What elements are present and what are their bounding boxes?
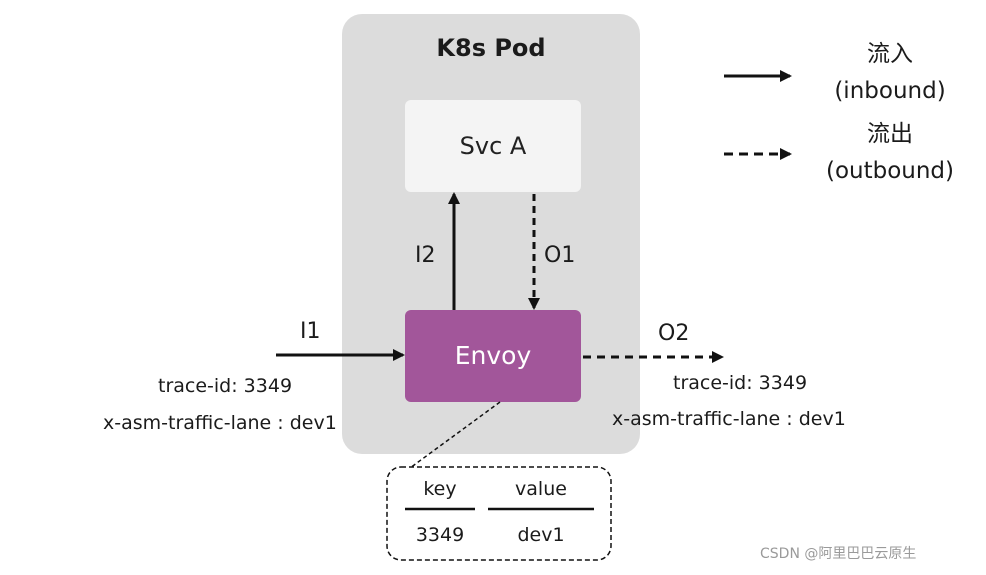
kv-row-key: 3349: [415, 524, 465, 546]
pod-title: K8s Pod: [436, 34, 546, 62]
inbound-trace-id: trace-id: 3349: [158, 375, 293, 397]
edge-label-o2: O2: [658, 321, 690, 346]
legend-inbound-en: (inbound): [834, 78, 946, 104]
outbound-trace-id: trace-id: 3349: [673, 372, 808, 394]
svc-a-box: [405, 100, 581, 192]
envoy-box: [405, 310, 581, 402]
envoy-table-connector: [409, 401, 501, 469]
kv-row-value: dev1: [517, 524, 565, 546]
envoy-label: Envoy: [454, 341, 532, 370]
outbound-traffic-lane: x-asm-traffic-lane : dev1: [612, 408, 846, 430]
kv-header-key: key: [423, 478, 457, 500]
edge-label-i1: I1: [300, 319, 321, 344]
edge-label-i2: I2: [415, 243, 436, 268]
edge-label-o1: O1: [544, 243, 576, 268]
inbound-traffic-lane: x-asm-traffic-lane : dev1: [103, 412, 337, 434]
kv-header-value: value: [515, 478, 567, 500]
legend-outbound-cn: 流出: [867, 121, 913, 147]
legend-inbound-cn: 流入: [867, 41, 913, 67]
kv-table-box: [386, 466, 612, 561]
legend-outbound-en: (outbound): [825, 158, 955, 184]
svc-a-label: Svc A: [459, 132, 527, 160]
watermark: CSDN @阿里巴巴云原生: [760, 546, 917, 562]
